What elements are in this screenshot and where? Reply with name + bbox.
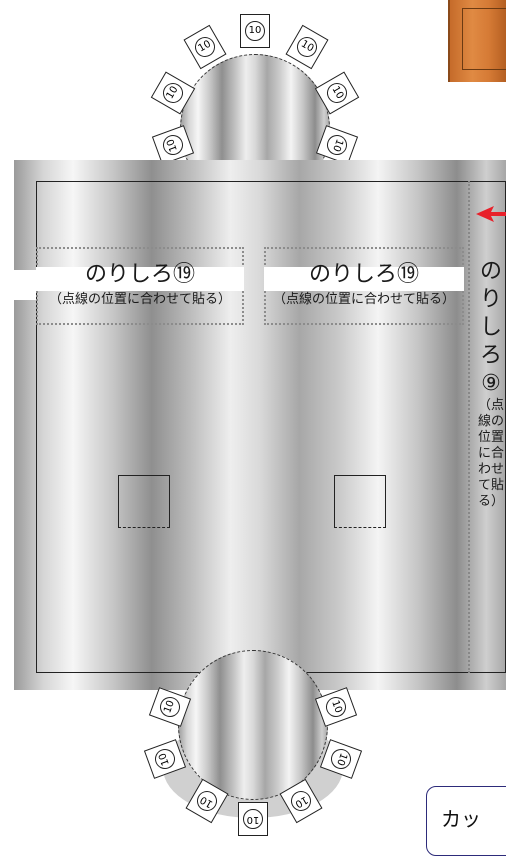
glue-area-left: のりしろ⑲ （点線の位置に合わせて貼る） [36, 247, 244, 325]
side-glue-note: （点線の位置に合わせて貼る） [477, 398, 504, 509]
cut-label-box: カッ [426, 786, 506, 856]
window-cutout-left [118, 475, 170, 527]
glue-title: のりしろ⑲ [84, 262, 195, 287]
fold-line [468, 181, 470, 673]
glue-area-right: のりしろ⑲ （点線の位置に合わせて貼る） [264, 247, 464, 325]
glue-title: のりしろ⑲ [308, 262, 419, 287]
cut-label: カッ [441, 807, 481, 831]
red-arrow-icon [476, 206, 506, 222]
window-cut-line [334, 527, 386, 528]
glue-note: （点線の位置に合わせて貼る） [48, 292, 231, 307]
left-notch [0, 270, 36, 300]
window-cutout-right [334, 475, 386, 527]
side-glue-label: のりしろ⑨ （点線の位置に合わせて貼る） [476, 258, 506, 638]
window-cut-line [118, 527, 170, 528]
gear-tab: 10 [240, 14, 270, 48]
gear-tab: 10 [238, 802, 268, 836]
gear-tab: 10 [285, 24, 329, 70]
side-glue-title: のりしろ⑨ [479, 259, 502, 396]
bottom-gear-outline [178, 650, 328, 800]
orange-part [448, 0, 506, 82]
glue-note: （点線の位置に合わせて貼る） [272, 292, 455, 307]
